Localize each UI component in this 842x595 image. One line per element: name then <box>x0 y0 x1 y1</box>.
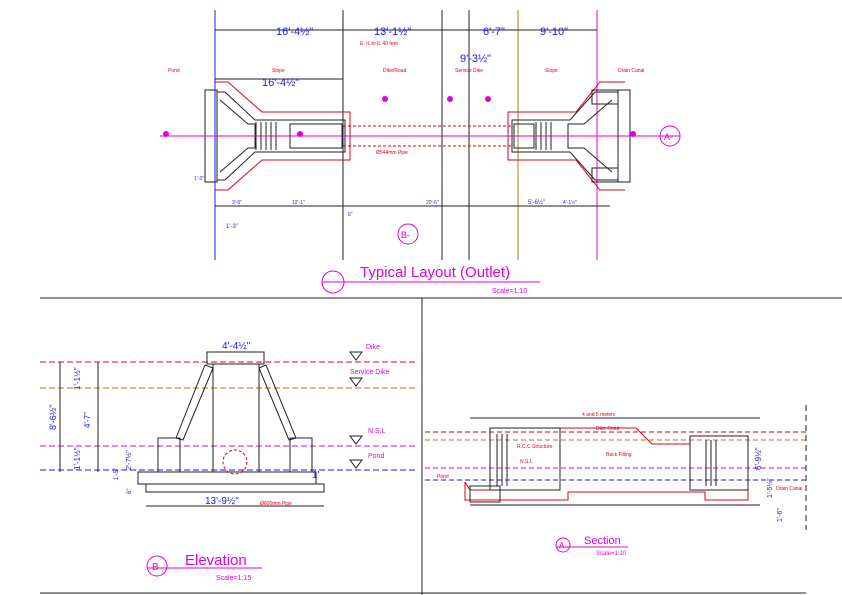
zone-service-dike: Service Dike <box>455 68 483 74</box>
elevation-view: Dike Service Dike N.S.L Pond 4'-4½" 8'-6… <box>40 341 416 582</box>
title-bubble <box>146 555 168 577</box>
elev-mid-dim: 2'-7½" <box>125 450 133 470</box>
level-markers <box>349 351 363 469</box>
level-marker <box>163 131 169 137</box>
zone-dike-road: Dike/Road <box>383 68 407 74</box>
level-service-dike: Service Dike <box>350 369 389 376</box>
section-marker-b: B- <box>397 223 419 245</box>
level-nsl: N.S.L <box>368 428 386 435</box>
zone-drain-canal: Drain Canal <box>618 68 644 74</box>
level-marker <box>485 96 491 102</box>
section-title: Section <box>584 535 621 547</box>
svg-text:B-: B- <box>401 230 410 240</box>
bottom-dim-5: 4'-1½" <box>563 199 577 206</box>
inner-dim: 16'-4½" <box>262 77 299 89</box>
level-dike: Dike <box>366 344 380 351</box>
elev-left-dim: 1'-1½" <box>73 447 82 470</box>
small-dim: 6" <box>348 212 353 218</box>
section-label-pond: Pond <box>437 474 449 480</box>
layout-title: Typical Layout (Outlet) <box>360 264 510 281</box>
elev-top-dim: 4'-4½" <box>222 341 251 352</box>
title-bubble <box>555 537 571 553</box>
level-marker <box>297 131 303 137</box>
elev-left-dim-total: 8'-6½" <box>48 405 58 430</box>
section-marker-a: A- <box>659 125 681 147</box>
section-top-note: 4 and 5 meters <box>582 412 616 418</box>
level-marker <box>630 131 636 137</box>
layout-view: 16'-4½" 13'-1½" 6'-7" 9'-10" E. IL to IL… <box>160 10 681 295</box>
section-structure <box>464 417 760 506</box>
top-dim-1: 16'-4½" <box>276 26 313 38</box>
elev-mid-dim: 6" <box>127 489 133 494</box>
bottom-dim-2: 12'-1" <box>292 200 305 206</box>
small-dim: 1'-3" <box>194 176 204 182</box>
zone-slope-left: Slope <box>272 68 285 74</box>
top-dim-2: 13'-1½" <box>374 26 411 38</box>
level-marker <box>382 96 388 102</box>
section-label-rcc: R.C.C Structure <box>517 444 553 450</box>
zone-slope-right: Slope <box>545 68 558 74</box>
zone-pond: Pond <box>168 68 180 74</box>
section-view: 4 and 5 meters Dike Road R.C.C Structure… <box>425 405 807 557</box>
road-note: E. IL to IL 40 feet <box>360 41 398 47</box>
elevation-title: Elevation <box>185 552 247 569</box>
bottom-dim-1: 3'-6" <box>232 200 242 206</box>
section-marker: A <box>559 541 565 550</box>
elevation-structure <box>137 351 325 493</box>
bottom-dim-4: 5'-6½" <box>528 199 545 206</box>
section-right-dim: 1'-6" <box>777 508 784 522</box>
layout-scale: Scale=1:10 <box>492 288 527 295</box>
section-right-dim: 1'-5½" <box>766 478 774 498</box>
top-dim-3: 6'-7" <box>483 26 505 38</box>
elevation-scale: Scale=1:15 <box>216 575 251 582</box>
section-label-nsl: N.S.L <box>520 459 533 465</box>
level-marker <box>447 96 453 102</box>
elev-pipe-label: Ø600mm Pipe <box>260 501 292 507</box>
pipe-label: Ø544mm Pipe <box>376 150 408 156</box>
elev-bottom-dim: 13'-9½" <box>205 496 239 507</box>
section-label-drain-canal: Drain Canal <box>776 486 802 492</box>
elev-mid-dim: 1'-5" <box>114 468 120 480</box>
elev-left-dim: 1'-1½" <box>73 367 82 390</box>
top-dim-4: 9'-10" <box>540 26 568 38</box>
small-dim: 1'-3" <box>226 224 238 230</box>
section-scale: Scale=1:10 <box>596 551 627 557</box>
section-label-dike-road: Dike Road <box>596 426 620 432</box>
section-label-back-filling: Back Filling <box>606 452 632 458</box>
elev-left-dim: 4'-7" <box>83 412 92 428</box>
level-pond: Pond <box>368 453 384 460</box>
elev-right-dim: 1' <box>312 470 320 481</box>
mid-dim: 9'-3½" <box>460 53 491 65</box>
svg-text:A-: A- <box>664 132 673 142</box>
bottom-dim-3: 20'-6" <box>426 200 439 206</box>
section-right-dim: 6'-9½" <box>754 447 763 470</box>
